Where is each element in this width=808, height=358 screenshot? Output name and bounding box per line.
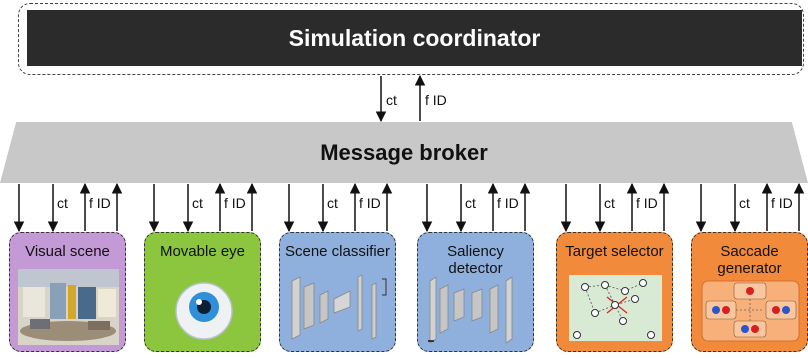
coordinator-title: Simulation coordinator <box>288 24 541 51</box>
module-title: Saccade generator <box>692 243 807 277</box>
module-title-line1: Saccade <box>720 243 779 260</box>
module-ct-label: ct <box>465 195 476 211</box>
module-title: Scene classifier <box>284 243 391 260</box>
module-title: Visual scene <box>25 243 110 260</box>
module-title: Movable eye <box>159 243 246 260</box>
coordinator-fid-label: f ID <box>425 92 447 108</box>
module-target-selector: Target selector <box>556 232 673 352</box>
coordinator-ct-label: ct <box>386 92 397 108</box>
module-movable-eye: Movable eye <box>144 232 261 352</box>
module-ct-label: ct <box>604 195 615 211</box>
module-fid-label: f ID <box>359 195 381 211</box>
coordinator-frame <box>18 3 804 75</box>
module-visual-scene: Visual scene <box>9 232 126 352</box>
module-title: Target selector <box>565 243 664 260</box>
coordinator-bar: Simulation coordinator <box>27 10 802 66</box>
saccade-diagram-icon <box>700 277 800 343</box>
module-fid-label: f ID <box>636 195 658 211</box>
module-fid-label: f ID <box>497 195 519 211</box>
target-graph-icon <box>565 269 664 343</box>
cnn-layers-icon <box>288 269 387 343</box>
saliency-network-icon <box>426 269 525 344</box>
module-ct-label: ct <box>57 195 68 211</box>
module-scene-classifier: Scene classifier <box>279 232 396 352</box>
module-fid-label: f ID <box>224 195 246 211</box>
panorama-image <box>18 269 119 345</box>
module-saliency-detector: Saliency detector <box>417 232 534 352</box>
message-broker-bar: Message broker <box>0 122 808 183</box>
module-fid-label: f ID <box>771 195 793 211</box>
module-saccade-generator: Saccade generator <box>691 232 808 352</box>
module-title: Saliency detector <box>447 243 504 277</box>
module-title-line2: generator <box>717 260 782 277</box>
module-fid-label: f ID <box>89 195 111 211</box>
module-ct-label: ct <box>327 195 338 211</box>
module-ct-label: ct <box>192 195 203 211</box>
eyeball-icon <box>153 269 252 343</box>
broker-title: Message broker <box>320 139 488 165</box>
module-ct-label: ct <box>739 195 750 211</box>
